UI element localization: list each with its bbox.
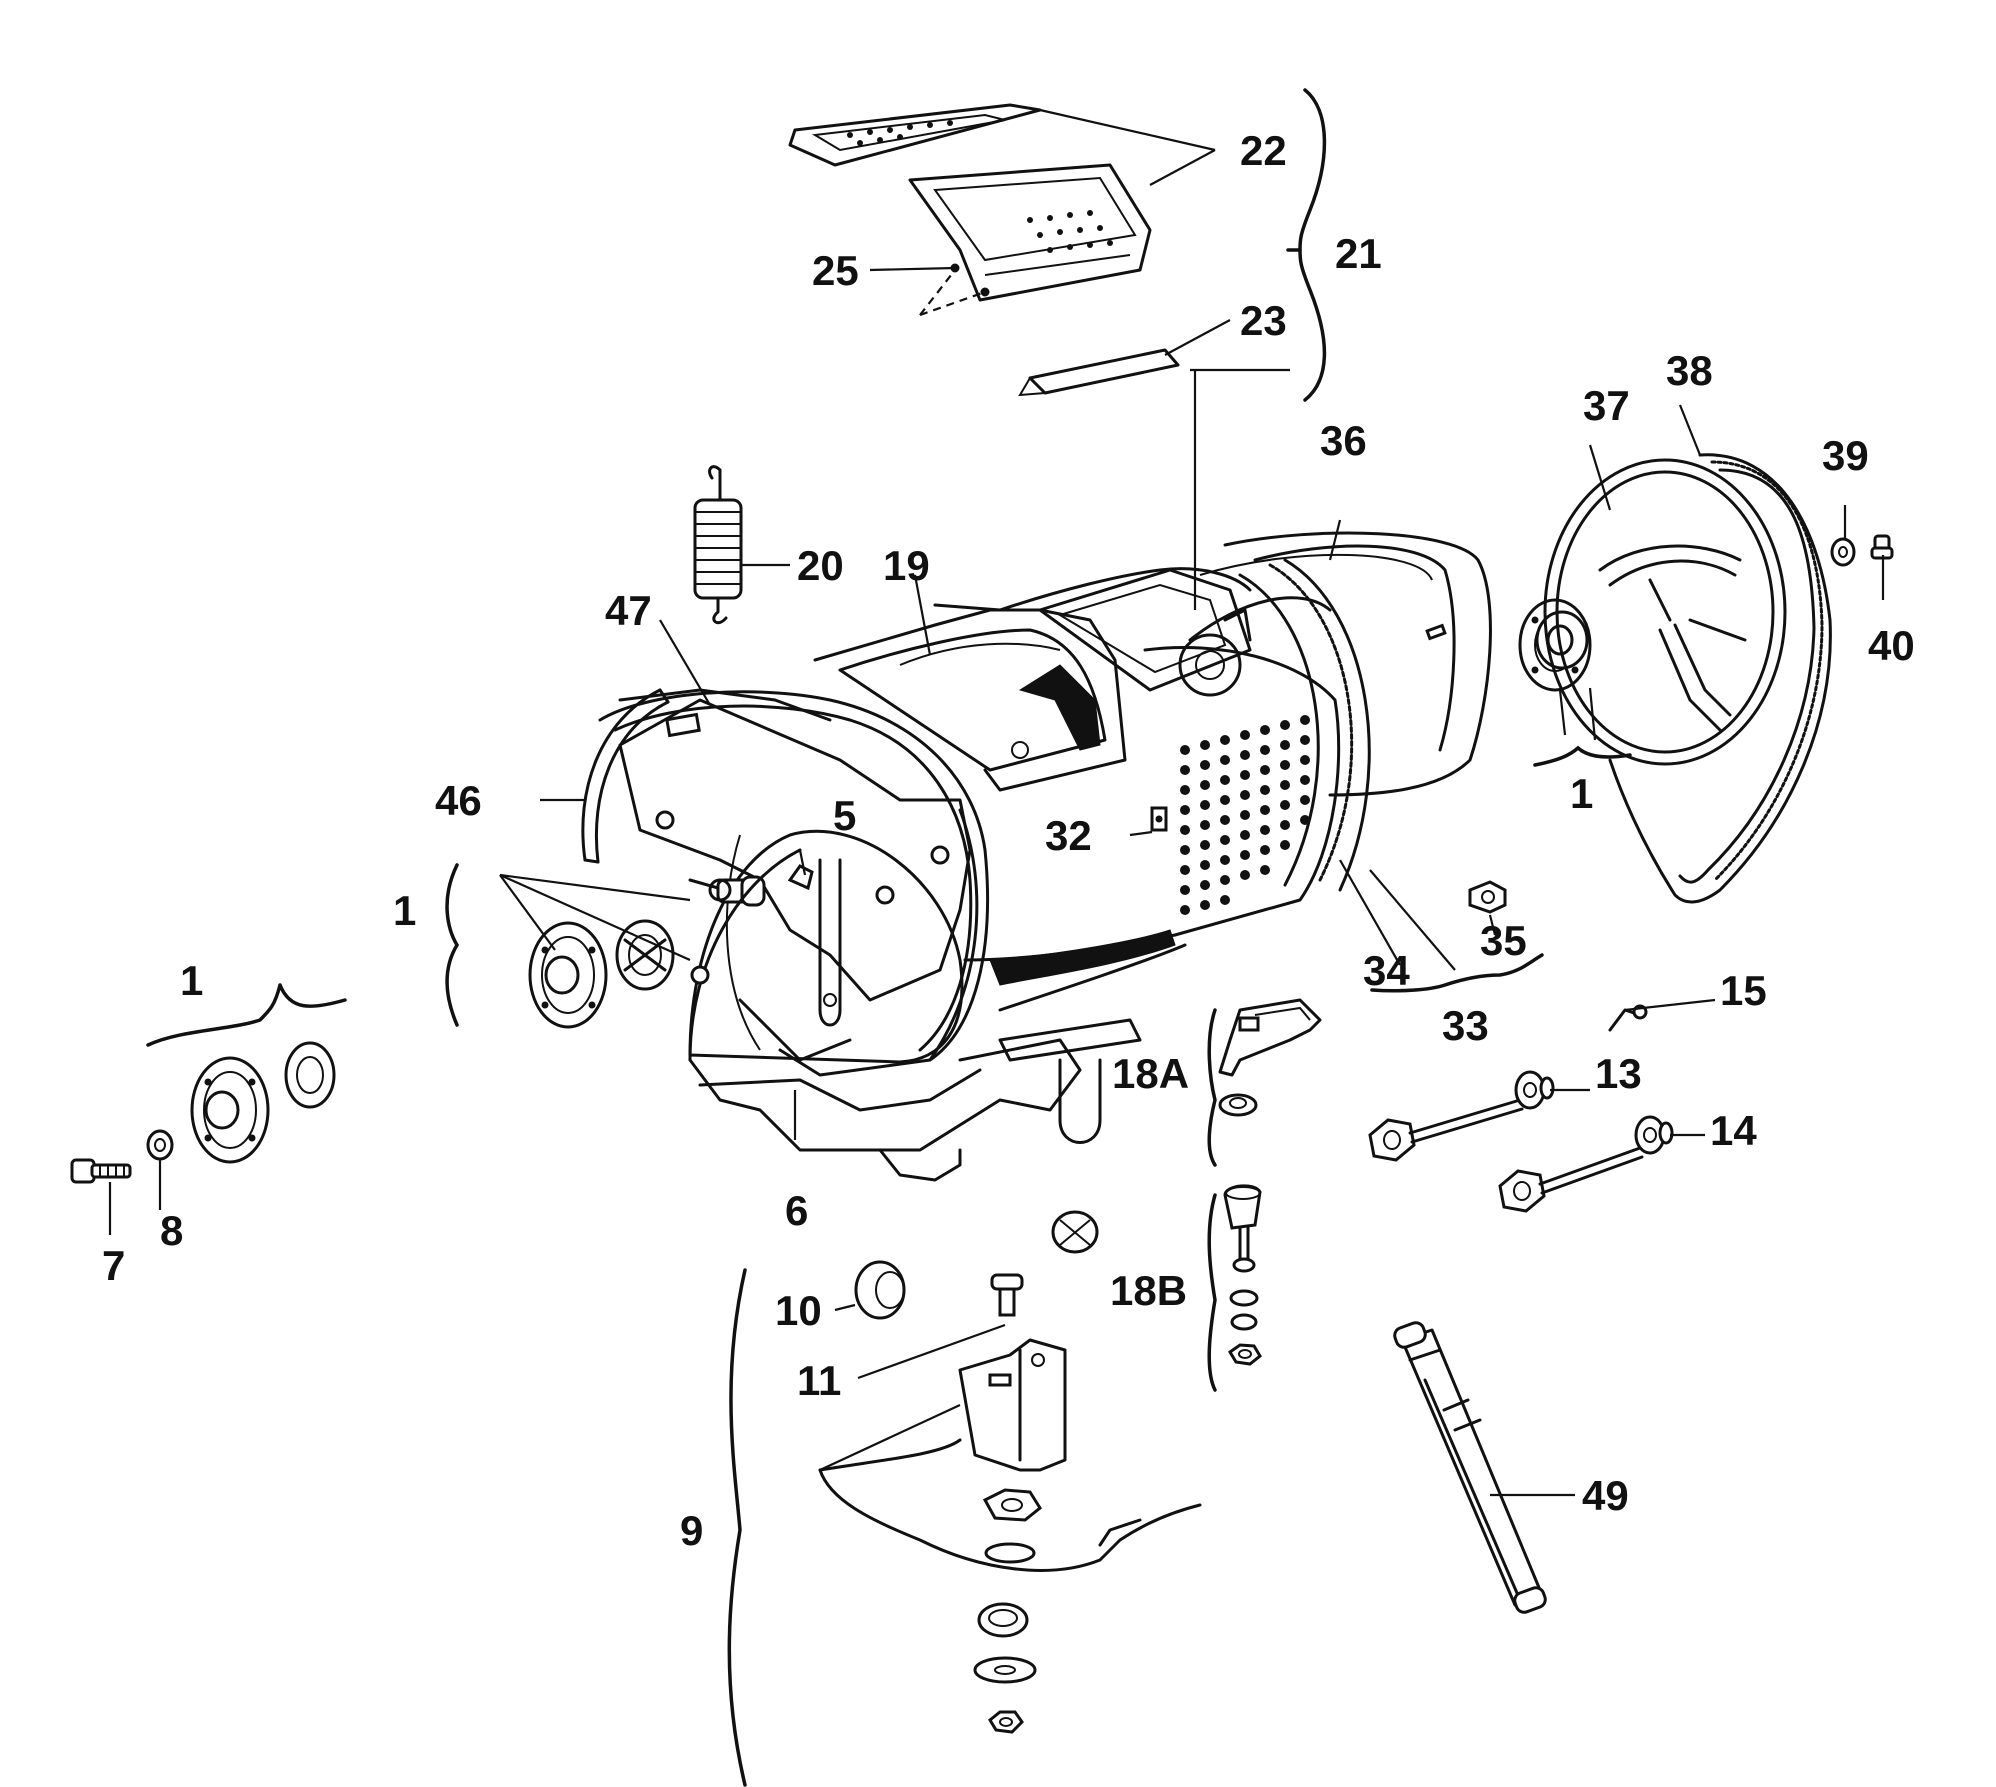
left-bearing-ring — [615, 919, 675, 991]
part-labels: 22 21 25 23 38 37 36 39 20 19 47 40 46 5… — [102, 127, 1915, 1554]
lid-cover-part-22 — [788, 103, 1042, 167]
brace-1-right — [1533, 745, 1632, 767]
label-35: 35 — [1480, 917, 1527, 964]
screw-part-25 — [919, 263, 990, 317]
label-49: 49 — [1582, 1472, 1629, 1519]
bracket-part-18a — [1218, 998, 1322, 1117]
label-5: 5 — [833, 792, 856, 839]
label-1-left-upper: 1 — [393, 887, 416, 934]
strap-part-46 — [581, 688, 670, 864]
left-bearing-flange — [528, 921, 608, 1029]
brace-18a — [1207, 1008, 1217, 1167]
cap-top-right — [1051, 1210, 1099, 1254]
label-6: 6 — [785, 1187, 808, 1234]
washer-part-8 — [146, 1129, 174, 1210]
drum-perforations — [1180, 715, 1310, 915]
lower-left-ring-part-1 — [284, 1041, 336, 1109]
lower-left-flange-part-1 — [190, 1056, 270, 1164]
nut-part-35 — [1468, 880, 1507, 914]
label-37: 37 — [1583, 382, 1630, 429]
label-32: 32 — [1045, 812, 1092, 859]
brace-18b — [1207, 1193, 1217, 1392]
pulley-part-37 — [1543, 458, 1787, 766]
bolt-part-13 — [1368, 1070, 1555, 1162]
cap-part-10 — [854, 1260, 906, 1320]
label-33: 33 — [1442, 1002, 1489, 1049]
brace-33 — [1370, 953, 1544, 993]
brace-1-left-upper — [445, 863, 460, 1027]
brace-21 — [1286, 88, 1327, 402]
label-14: 14 — [1710, 1107, 1757, 1154]
label-34: 34 — [1363, 947, 1410, 994]
label-19: 19 — [883, 542, 930, 589]
leader-lines — [499, 108, 1885, 1497]
label-46: 46 — [435, 777, 482, 824]
label-23: 23 — [1240, 297, 1287, 344]
label-10: 10 — [775, 1287, 822, 1334]
tub-assembly — [598, 531, 1492, 1182]
label-25: 25 — [812, 247, 859, 294]
spring-part-20 — [693, 465, 743, 625]
foot-part-18b — [1223, 1184, 1262, 1366]
lid-inner-part-22 — [908, 163, 1152, 302]
washer-part-39 — [1830, 537, 1856, 567]
shock-absorber-part-49 — [1393, 1321, 1547, 1614]
small-washer — [690, 965, 710, 985]
base-bracket-part-9 — [818, 1338, 1202, 1734]
label-8: 8 — [160, 1207, 183, 1254]
label-39: 39 — [1822, 432, 1869, 479]
hinge-bar-part-23 — [1018, 348, 1180, 397]
label-11: 11 — [797, 1357, 841, 1404]
label-36: 36 — [1320, 417, 1367, 464]
label-22: 22 — [1240, 127, 1287, 174]
label-20: 20 — [797, 542, 844, 589]
bolt-part-14 — [1498, 1115, 1674, 1213]
label-15: 15 — [1720, 967, 1767, 1014]
label-21: 21 — [1335, 230, 1382, 277]
belt-part-38 — [1608, 453, 1832, 904]
label-13: 13 — [1595, 1050, 1642, 1097]
label-47: 47 — [605, 587, 652, 634]
bolt-part-7 — [70, 1158, 132, 1235]
label-18b: 18B — [1110, 1267, 1187, 1314]
brace-9 — [727, 1268, 747, 1787]
label-7: 7 — [102, 1242, 125, 1289]
label-38: 38 — [1666, 347, 1713, 394]
label-1-left-lower: 1 — [180, 957, 203, 1004]
label-9: 9 — [680, 1507, 703, 1554]
label-1-right: 1 — [1570, 770, 1593, 817]
brace-1-left-lower — [146, 983, 347, 1047]
bolt-part-40 — [1870, 534, 1894, 560]
tag-part-32 — [1150, 806, 1168, 832]
label-18a: 18A — [1112, 1050, 1189, 1097]
label-40: 40 — [1868, 622, 1915, 669]
screw-part-11 — [990, 1273, 1024, 1317]
